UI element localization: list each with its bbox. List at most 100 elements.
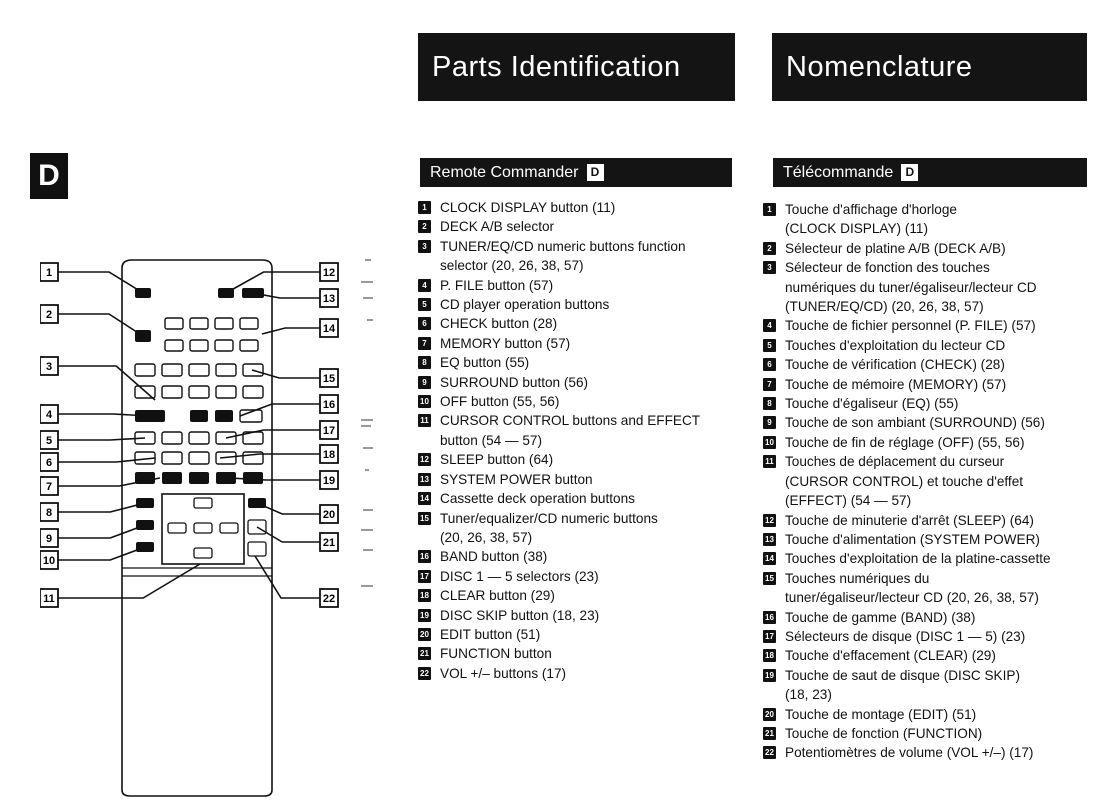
item-number-badge: 9: [418, 375, 431, 389]
banner-parts-identification: Parts Identification: [418, 33, 735, 101]
callout-box: [40, 452, 59, 472]
callout-box: [319, 470, 339, 490]
callout-box: [319, 588, 339, 608]
item-text: CURSOR CONTROL buttons and EFFECT: [440, 413, 701, 429]
item-text: EDIT button (51): [440, 626, 541, 642]
item-text: DISC SKIP button (18, 23): [440, 607, 600, 623]
callout-label: 1: [46, 267, 52, 279]
callout-label: 9: [46, 533, 52, 545]
item-number-badge: 20: [763, 707, 776, 721]
callout-label: 4: [46, 409, 53, 421]
callout-box: [40, 430, 59, 450]
callout-label: 20: [323, 509, 335, 521]
item-text: DECK A/B selector: [440, 219, 555, 235]
callout-leader-line: [58, 365, 156, 401]
item-number-badge: 16: [763, 610, 776, 624]
item-number-badge: 20: [418, 627, 431, 641]
callout-box: [40, 528, 59, 548]
cassette-button-row-2: [164, 339, 259, 352]
item-text: MEMORY button (57): [440, 335, 571, 351]
list-item: 10 OFF button (55, 56): [418, 392, 738, 411]
item-text: CLEAR button (29): [440, 588, 555, 604]
list-item: 4 Touche de fichier personnel (P. FILE) (…: [763, 316, 1113, 335]
item-number-badge: 17: [418, 569, 431, 583]
item-text: Touche de mémoire (MEMORY) (57): [785, 376, 1007, 392]
item-text: Touches d'exploitation du lecteur CD: [785, 337, 1006, 353]
function-button-row: [135, 409, 263, 423]
vol-minus-button-shape: [247, 541, 267, 557]
item-text: Touches de déplacement du curseur: [785, 454, 1005, 470]
callout-label: 5: [46, 435, 52, 447]
item-text: selector (20, 26, 38, 57): [440, 258, 584, 274]
list-item: 5 Touches d'exploitation du lecteur CD: [763, 336, 1113, 355]
item-number-badge: 6: [763, 358, 776, 372]
callout-leader-line: [225, 429, 320, 439]
numeric-button-row-1: [134, 363, 264, 377]
callout-label: 12: [323, 267, 335, 279]
item-text: CLOCK DISPLAY button (11): [440, 200, 616, 215]
callout-leader-line: [219, 453, 320, 459]
callout-leader-line: [225, 271, 320, 294]
callout-leader-line: [58, 437, 146, 441]
cd-button-row-1: [134, 431, 264, 445]
item-text: Touche d'égaliseur (EQ) (55): [785, 396, 959, 412]
callout-leader-line: [58, 413, 151, 417]
item-number-badge: 15: [763, 571, 776, 585]
item-text: (CLOCK DISPLAY) (11): [785, 221, 929, 237]
callout-leader-line: [239, 403, 320, 417]
callout-label: 19: [323, 475, 335, 487]
item-number-badge: 10: [763, 435, 776, 449]
item-text: BAND button (38): [440, 549, 548, 565]
subheader-badge: D: [586, 164, 604, 181]
callout-leader-line: [58, 546, 146, 561]
item-text: Touche de fonction (FUNCTION): [785, 725, 983, 741]
callout-leader-line: [252, 292, 320, 299]
callout-box: [40, 404, 59, 424]
item-text: (EFFECT) (54 — 57): [785, 493, 912, 509]
item-text: Tuner/equalizer/CD numeric buttons: [440, 510, 658, 526]
callout-label: 10: [43, 555, 55, 567]
item-number-badge: 4: [763, 319, 776, 333]
item-number-badge: 22: [763, 746, 776, 760]
item-number-badge: 19: [418, 608, 431, 622]
item-text: Touche de fichier personnel (P. FILE) (5…: [785, 318, 1036, 334]
item-number-badge: 3: [763, 261, 776, 275]
list-item: 16 Touche de gamme (BAND) (38): [763, 608, 1113, 627]
callout-box: [40, 304, 59, 324]
callout-leader-line: [261, 327, 320, 335]
item-text: SLEEP button (64): [440, 452, 554, 468]
callout-box: [319, 504, 339, 524]
item-number-badge: 13: [763, 532, 776, 546]
item-text: VOL +/– buttons (17): [440, 665, 567, 681]
item-text: SYSTEM POWER button: [440, 471, 593, 487]
item-text: OFF button (55, 56): [440, 394, 560, 410]
item-number-badge: 13: [418, 472, 431, 486]
item-text: Touche de gamme (BAND) (38): [785, 609, 976, 625]
item-text: FUNCTION button: [440, 646, 552, 662]
item-number-badge: 21: [763, 726, 776, 740]
callout-label: 2: [46, 309, 52, 321]
item-number-badge: 10: [418, 395, 431, 409]
item-number-badge: 5: [763, 338, 776, 352]
item-number-badge: 18: [763, 649, 776, 663]
item-number-badge: 2: [763, 241, 776, 255]
callout-leader-line: [58, 313, 144, 337]
item-text: P. FILE button (57): [440, 277, 554, 293]
item-text: Potentiomètres de volume (VOL +/–) (17): [785, 745, 1034, 761]
callout-leader-line: [254, 555, 320, 599]
subheader-title: Télécommande: [783, 163, 894, 181]
